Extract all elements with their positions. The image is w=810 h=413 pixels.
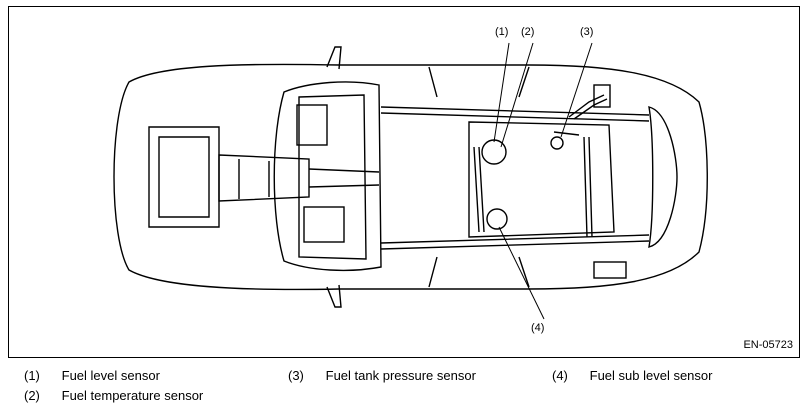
car-body-outline: [113, 63, 708, 291]
callout-3: (3): [580, 26, 594, 38]
callout-2: (2): [521, 26, 535, 38]
legend-label: Fuel tank pressure sensor: [325, 368, 476, 383]
callout-1: (1): [495, 26, 509, 38]
frame-rail-bottom: [380, 234, 650, 250]
legend-item-3: (3) Fuel tank pressure sensor: [288, 368, 476, 384]
mirror-top: [326, 46, 342, 70]
legend-item-4: (4) Fuel sub level sensor: [552, 368, 712, 384]
engine-block: [148, 126, 220, 228]
fuel-tank-pressure-sensor-shape: [550, 136, 564, 150]
legend-label: Fuel temperature sensor: [61, 388, 204, 403]
windshield-outline: [273, 81, 382, 272]
callout-4: (4): [531, 322, 545, 334]
figure-code: EN-05723: [743, 339, 793, 351]
leader-line-3: [560, 42, 593, 138]
frame-rail-top: [380, 106, 650, 122]
vehicle-chassis-illustration: [113, 42, 708, 320]
transmission: [218, 154, 310, 202]
legend-item-2: (2) Fuel temperature sensor: [24, 388, 203, 404]
leader-line-4: [498, 226, 545, 320]
leader-line-2: [500, 42, 534, 148]
fuel-sub-level-sensor-shape: [486, 208, 508, 230]
fuel-tank-outline: [468, 121, 615, 238]
legend-number: (3): [288, 368, 304, 383]
rear-window-outline: [648, 106, 678, 248]
mirror-bottom: [326, 284, 342, 308]
legend-label: Fuel sub level sensor: [589, 368, 713, 383]
legend-number: (2): [24, 388, 40, 403]
legend-label: Fuel level sensor: [61, 368, 160, 383]
legend-number: (1): [24, 368, 40, 383]
diagram-frame: (1) (2) (3) (4) EN-05723: [8, 6, 800, 358]
legend-item-1: (1) Fuel level sensor: [24, 368, 160, 384]
leader-line-1: [493, 42, 510, 143]
legend-number: (4): [552, 368, 568, 383]
